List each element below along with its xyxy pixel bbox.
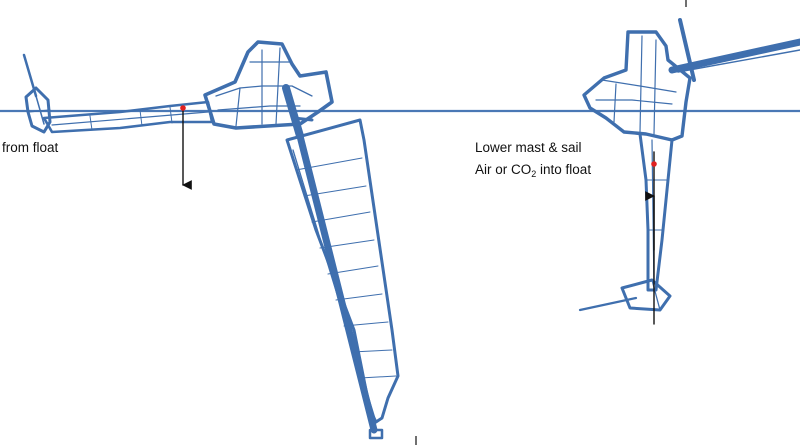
left-caption: from float <box>2 140 59 155</box>
left-stern-assembly <box>22 53 52 134</box>
right-caption-line1: Lower mast & sail <box>475 140 582 155</box>
right-keel <box>638 132 674 292</box>
left-sail <box>285 118 400 440</box>
right-float <box>582 30 692 142</box>
right-mast <box>668 18 800 82</box>
right-center-marker <box>651 161 657 167</box>
right-caption-line2: Air or CO2 into float <box>475 162 592 179</box>
right-vessel <box>578 18 800 325</box>
right-caption-line2-post: into float <box>536 162 592 177</box>
left-center-marker <box>180 105 186 111</box>
left-vessel <box>22 40 400 440</box>
left-float <box>203 40 334 130</box>
left-hull <box>42 100 214 134</box>
right-bottom-assembly <box>578 278 672 312</box>
right-caption-line2-pre: Air or CO <box>475 162 532 177</box>
right-caption-line2-subscript: 2 <box>531 169 537 179</box>
left-mast-hub <box>282 84 314 140</box>
